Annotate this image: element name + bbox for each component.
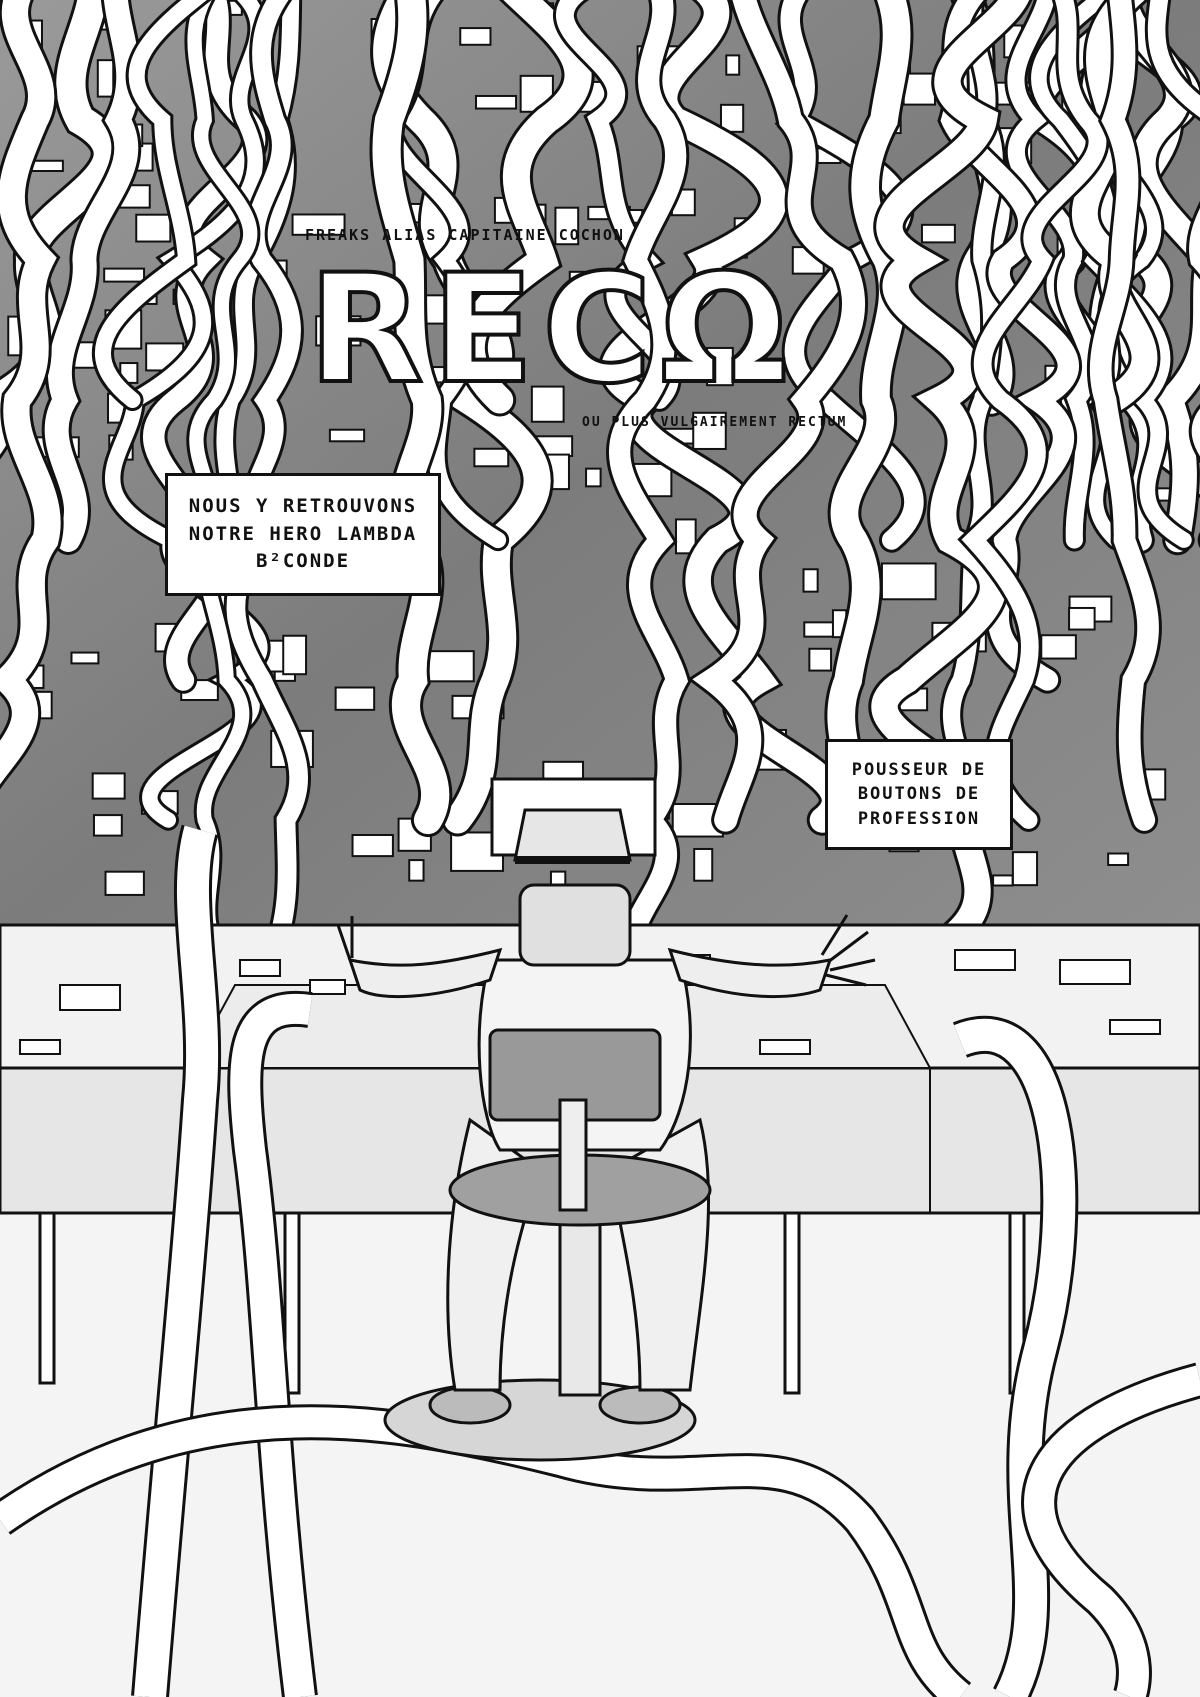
cable <box>369 0 453 838</box>
cable <box>824 0 914 837</box>
wall-button <box>96 59 115 98</box>
subtitle-top: FREAKS ALIAS CAPITAINE COCHON <box>305 226 625 244</box>
caption-left-line: NOTRE HERO LAMBDA <box>188 522 418 545</box>
cable <box>553 0 682 412</box>
wall-button <box>291 213 346 236</box>
floor-cables <box>0 824 1200 1697</box>
wall-button <box>725 54 741 76</box>
wall-button <box>408 859 425 882</box>
wall-button <box>135 213 172 243</box>
wall-button <box>880 562 937 601</box>
subtitle-bottom: OU PLUS VULGAIREMENT RECTUM <box>582 415 848 430</box>
wall-button <box>920 223 956 244</box>
cable <box>1086 0 1162 834</box>
caption-right: POUSSEUR DE BOUTONS DE PROFESSION <box>825 739 1013 850</box>
cable <box>687 0 869 835</box>
wall-button <box>568 270 604 288</box>
cable <box>1144 0 1200 462</box>
wall-button <box>474 94 518 110</box>
cables <box>0 0 1200 977</box>
wall-button <box>103 267 146 283</box>
caption-right-line: POUSSEUR DE <box>851 759 987 780</box>
wall-button <box>104 870 145 896</box>
wall-button <box>1011 851 1039 887</box>
caption-left-line: B²CONDE <box>255 550 351 573</box>
wall-button <box>554 206 580 246</box>
hero-at-console <box>336 808 876 1462</box>
wall-button <box>585 467 602 488</box>
cable <box>0 0 64 790</box>
cable <box>0 0 126 460</box>
caption-left-line: NOUS Y RETROUVONS <box>188 495 418 518</box>
wall-button <box>92 814 123 837</box>
wall-button <box>808 647 833 672</box>
wall-button <box>693 847 714 882</box>
wall-button <box>328 428 366 443</box>
cable <box>184 0 261 971</box>
wall-button <box>282 634 308 676</box>
wall-button <box>1040 634 1077 660</box>
caption-left: NOUS Y RETROUVONS NOTRE HERO LAMBDA B²CO… <box>165 473 441 596</box>
caption-right-line: PROFESSION <box>857 808 981 829</box>
wall-button <box>91 772 126 800</box>
wall-button <box>459 27 492 46</box>
cable <box>1004 0 1102 552</box>
wall-button <box>1068 606 1096 631</box>
cable <box>937 0 1082 694</box>
cable <box>957 0 1110 832</box>
wall-button <box>675 518 697 555</box>
wall-button <box>992 874 1014 887</box>
wall-button <box>334 686 376 711</box>
cable <box>91 0 212 412</box>
caption-right-line: BOUTONS DE <box>857 784 981 805</box>
logo-text: RECΩ <box>306 243 796 417</box>
cable <box>223 0 312 973</box>
wall-button <box>706 346 734 387</box>
wall-button <box>802 568 819 593</box>
wall-button <box>692 411 727 450</box>
wall-button <box>315 315 362 347</box>
cable <box>101 0 271 831</box>
wall-button <box>351 834 394 858</box>
wall-button <box>70 651 100 665</box>
wall-button <box>1107 852 1130 867</box>
cable <box>1068 0 1161 416</box>
wall-button <box>530 385 565 423</box>
wall-button <box>473 447 510 468</box>
